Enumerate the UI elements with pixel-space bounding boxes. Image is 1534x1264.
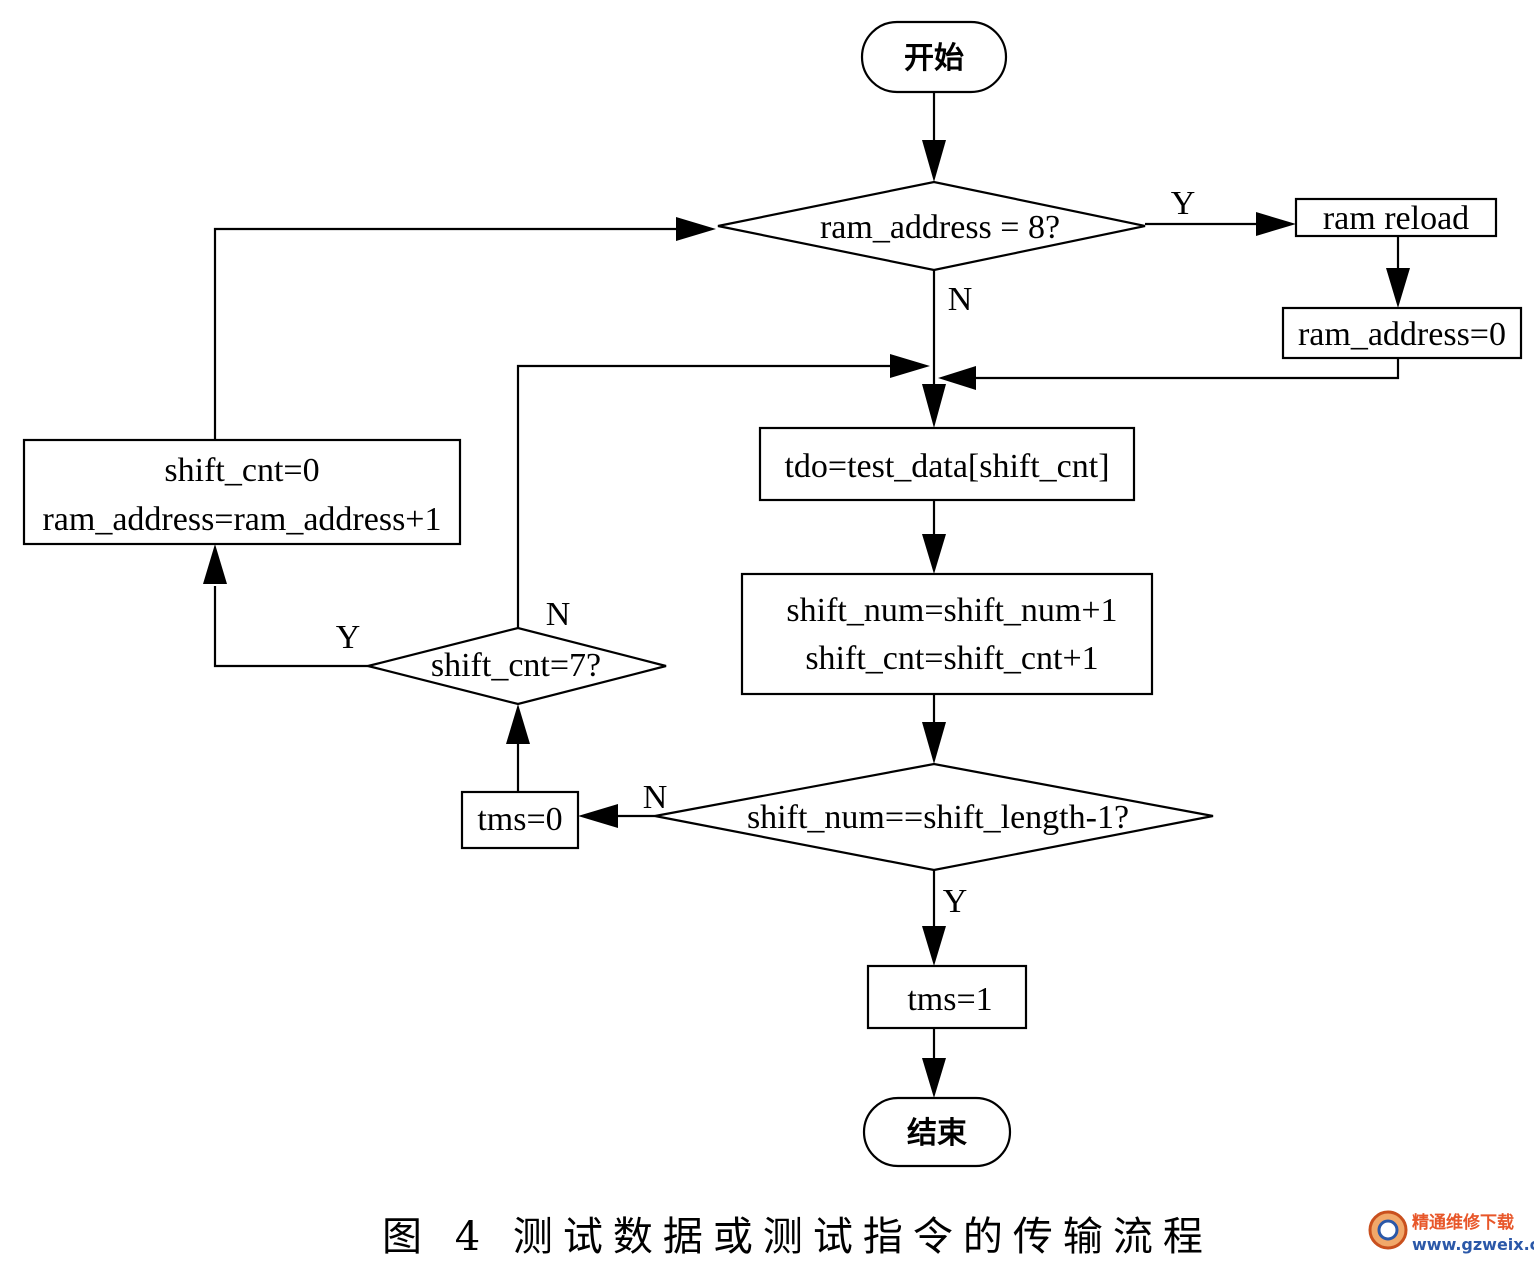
ram-addr-reset-label: ram_address=0 (1298, 316, 1506, 353)
watermark-logo: 精通维修下载 www.gzweix.com (1368, 1210, 1534, 1254)
increment-line2: shift_cnt=shift_cnt+1 (805, 640, 1098, 677)
shift-cnt-check-label: shift_cnt=7? (431, 647, 601, 684)
arrowhead-up (506, 704, 530, 744)
edge-shift-cnt-yes (213, 586, 368, 668)
tdo-assign-label: tdo=test_data[shift_cnt] (784, 448, 1109, 485)
watermark-line1: 精通维修下载 (1412, 1212, 1514, 1233)
arrowhead-down (1386, 268, 1410, 308)
increment-line1: shift_num=shift_num+1 (786, 592, 1117, 629)
shift-num-check-no-label: N (643, 779, 668, 816)
edge-reset-to-merge (970, 358, 1400, 380)
node-tms-one: tms=1 (866, 964, 1028, 1030)
node-tdo-assign: tdo=test_data[shift_cnt] (758, 426, 1136, 502)
end-label: 结束 (907, 1116, 967, 1151)
arrowhead-right (676, 217, 716, 241)
node-tms-zero: tms=0 (460, 790, 580, 850)
node-shift-num-check: shift_num==shift_length-1? (654, 762, 1214, 872)
shift-num-check-yes-label: Y (943, 883, 968, 920)
ram-check-no-label: N (948, 281, 973, 318)
tms-one-label: tms=1 (907, 981, 992, 1018)
node-ram-reload: ram reload (1294, 197, 1498, 238)
start-label: 开始 (904, 41, 964, 76)
node-end: 结束 (862, 1096, 1012, 1168)
node-reset-counters: shift_cnt=0 ram_address=ram_address+1 (22, 438, 462, 546)
arrowhead-down (922, 1058, 946, 1098)
arrowhead-down (922, 926, 946, 966)
arrowhead-right (890, 354, 930, 378)
figure-caption: 图 4 测试数据或测试指令的传输流程 (382, 1214, 1213, 1260)
node-start: 开始 (860, 20, 1008, 94)
arrowhead-up (203, 544, 227, 584)
edge-labels: Y N N Y N Y (336, 185, 1196, 920)
reset-line2: ram_address=ram_address+1 (42, 501, 441, 538)
connectors (213, 92, 1400, 1062)
arrowhead-left (578, 804, 618, 828)
arrowhead-down (922, 384, 946, 428)
arrowhead-down (922, 722, 946, 764)
arrowhead-right (1256, 212, 1296, 236)
tms-zero-label: tms=0 (477, 801, 562, 838)
watermark-line2: www.gzweix.com (1412, 1235, 1534, 1254)
reset-line1: shift_cnt=0 (164, 452, 319, 489)
shift-cnt-check-no-label: N (546, 596, 571, 633)
node-shift-cnt-check: shift_cnt=7? (367, 626, 667, 706)
ram-check-yes-label: Y (1171, 185, 1196, 222)
arrowhead-left (938, 366, 976, 390)
arrowhead-down (922, 534, 946, 574)
node-ram-addr-reset: ram_address=0 (1281, 306, 1523, 360)
edge-shift-cnt-no (516, 364, 896, 628)
edge-reset-to-ram-check (213, 227, 680, 440)
ram-reload-label: ram reload (1323, 200, 1469, 237)
shift-cnt-check-yes-label: Y (336, 619, 361, 656)
ram-check-label: ram_address = 8? (820, 209, 1060, 246)
arrowhead-down (922, 140, 946, 182)
arrowheads (203, 140, 1410, 1098)
node-ram-check: ram_address = 8? (717, 180, 1146, 272)
shift-num-check-label: shift_num==shift_length-1? (747, 799, 1129, 836)
node-increment: shift_num=shift_num+1 shift_cnt=shift_cn… (740, 572, 1154, 696)
